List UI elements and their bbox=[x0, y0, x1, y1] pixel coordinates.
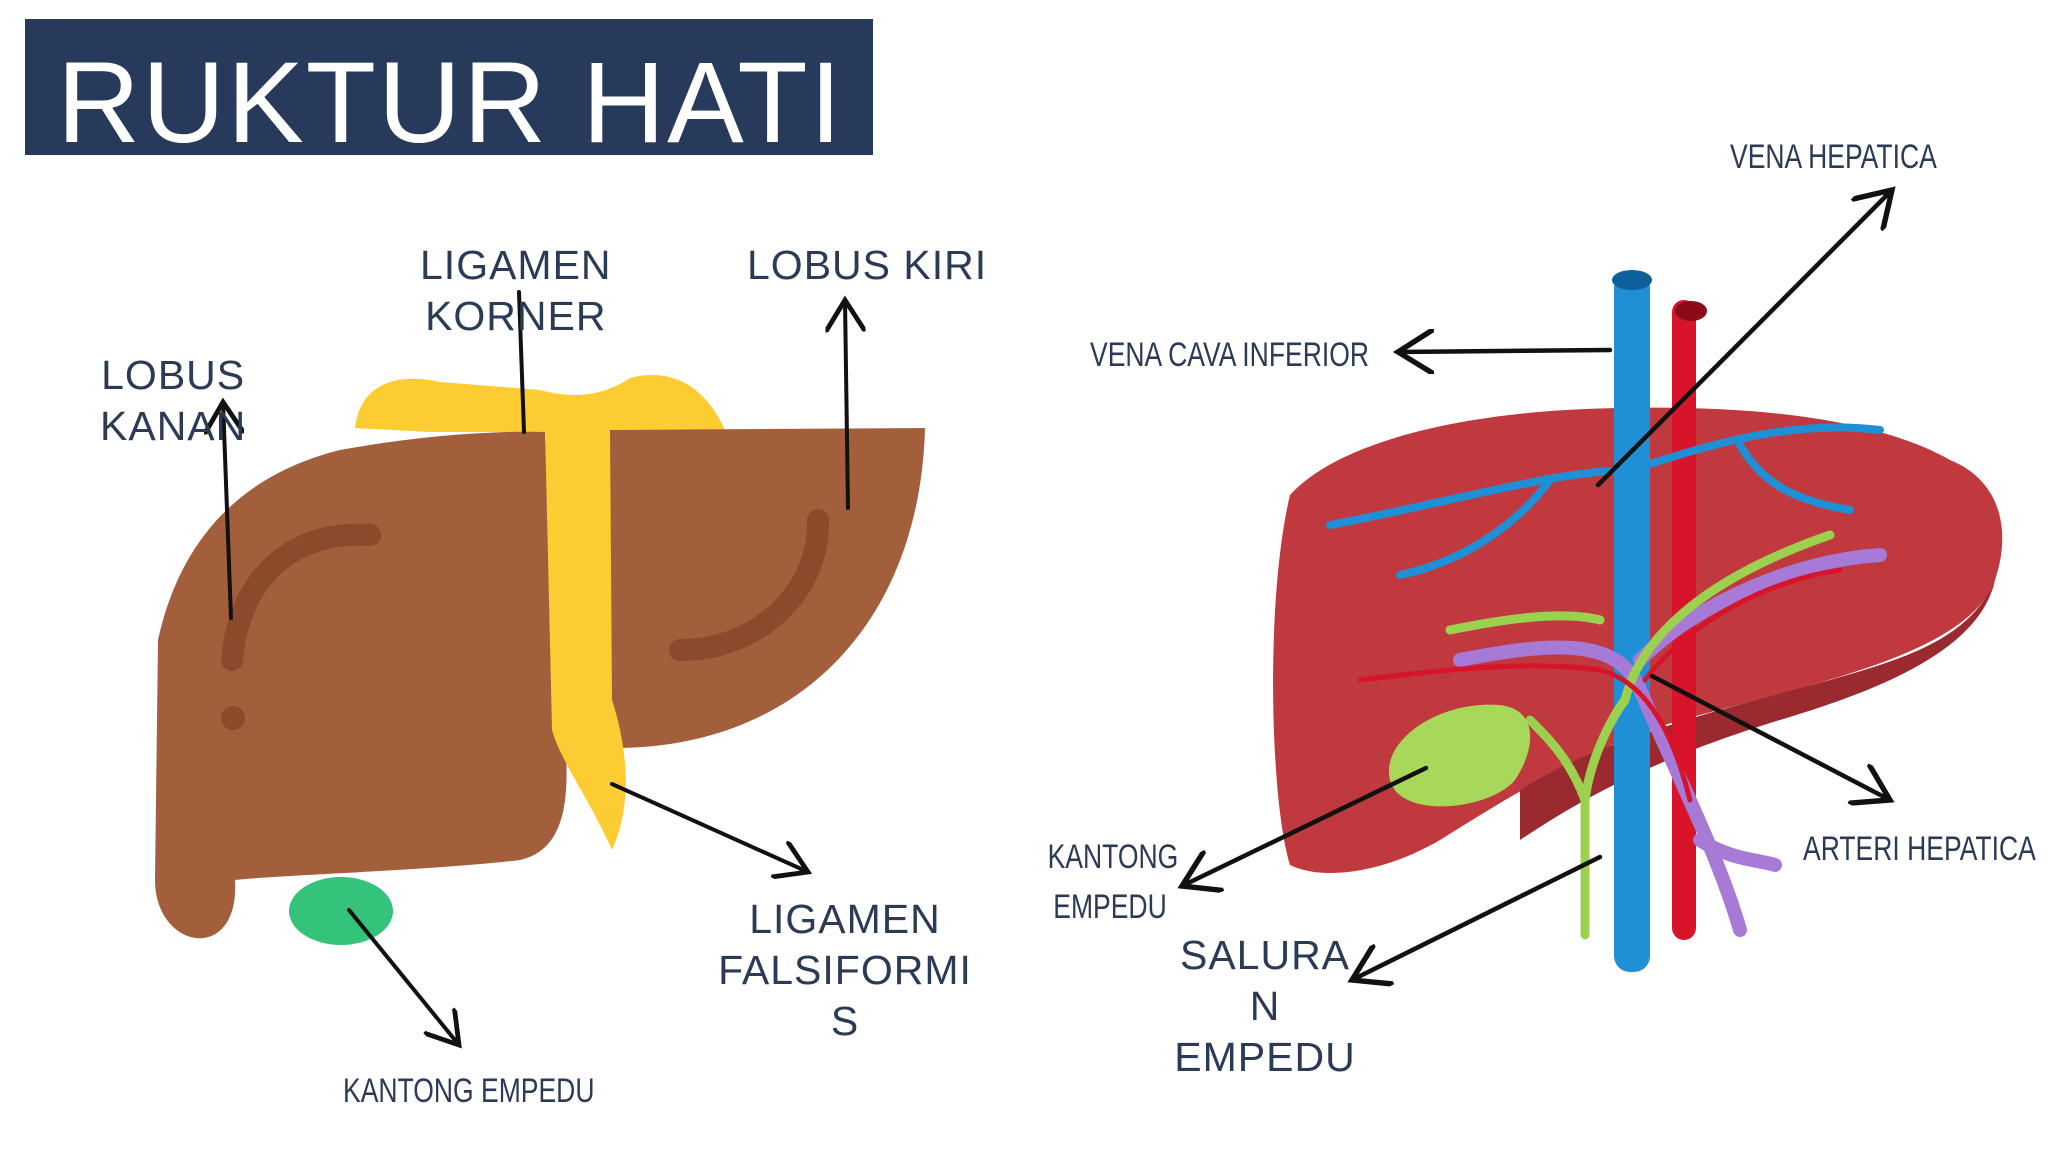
arrow-vena-cava-inferior bbox=[1398, 350, 1613, 352]
label-kantong-empedu-left: KANTONG EMPEDU bbox=[343, 1072, 595, 1110]
label-ligamen-korner: LIGAMEN KORNER bbox=[420, 240, 612, 342]
artery-opening bbox=[1675, 301, 1707, 321]
label-ligamen-falsiformis-line3: S bbox=[830, 998, 860, 1044]
hepatic-artery-branches bbox=[1357, 567, 1843, 803]
left-lobe-shape bbox=[610, 428, 925, 749]
label-arteri-hepatica: ARTERI HEPATICA bbox=[1803, 830, 2036, 868]
arrow-lobus-kanan bbox=[223, 402, 231, 620]
arrow-vena-hepatica bbox=[1595, 190, 1892, 488]
label-saluran-empedu-line3: EMPEDU bbox=[1174, 1034, 1356, 1080]
left-arrows bbox=[223, 290, 848, 1045]
label-saluran-empedu-line1: SALURA bbox=[1179, 932, 1351, 978]
right-lobe-shape bbox=[155, 431, 567, 939]
flat-liver-illustration bbox=[155, 374, 925, 945]
hepatic-vein-branches bbox=[1326, 423, 1884, 579]
label-ligamen-korner-line1: LIGAMEN bbox=[420, 242, 612, 288]
label-ligamen-falsiformis-line2: FALSIFORMI bbox=[718, 947, 972, 993]
arrow-lobus-kiri bbox=[845, 300, 848, 510]
arrow-saluran-empedu bbox=[1352, 854, 1603, 980]
label-vena-hepatica: VENA HEPATICA bbox=[1730, 138, 1937, 176]
title-banner: RUKTUR HATI bbox=[25, 19, 873, 163]
page-title: RUKTUR HATI bbox=[57, 39, 844, 167]
right-arrows bbox=[1182, 190, 1892, 980]
label-lobus-kiri: LOBUS KIRI bbox=[747, 242, 988, 288]
label-saluran-empedu: SALURA N EMPEDU bbox=[1150, 930, 1380, 1083]
label-ligamen-falsiformis-line1: LIGAMEN bbox=[749, 896, 941, 942]
vena-cava-trunk bbox=[1614, 272, 1650, 972]
vena-cava-opening bbox=[1612, 270, 1652, 290]
label-ligamen-korner-line2: KORNER bbox=[425, 293, 607, 339]
label-vena-cava-inferior: VENA CAVA INFERIOR bbox=[1090, 336, 1370, 374]
gallbladder-right-shape bbox=[1388, 704, 1531, 807]
gallbladder-shape bbox=[289, 877, 393, 945]
label-kantong-empedu-right: KANTONG EMPEDU bbox=[1047, 832, 1179, 932]
label-kantong-empedu-right-line1: KANTONG bbox=[1047, 838, 1179, 876]
left-lobe-crease bbox=[669, 509, 830, 661]
arrow-ligamen-falsiformis bbox=[610, 782, 808, 872]
label-ligamen-falsiformis: LIGAMEN FALSIFORMI S bbox=[714, 894, 976, 1047]
falciform-ligament-shape bbox=[545, 428, 626, 850]
anatomical-liver-illustration bbox=[1273, 270, 2003, 972]
bile-duct-branches bbox=[1445, 530, 1835, 940]
coronary-ligament-shape bbox=[355, 374, 725, 432]
label-lobus-kanan-line2: KANAN bbox=[100, 403, 247, 449]
label-kantong-empedu-right-line2: EMPEDU bbox=[1053, 888, 1167, 926]
arrow-arteri-hepatica bbox=[1649, 673, 1890, 800]
label-lobus-kanan-line1: LOBUS bbox=[101, 352, 246, 398]
right-lobe-dot bbox=[221, 706, 245, 730]
arrow-kantong-empedu-left bbox=[347, 908, 459, 1045]
right-lobe-crease bbox=[221, 523, 381, 671]
label-saluran-empedu-line2: N bbox=[1249, 983, 1281, 1029]
label-lobus-kanan: LOBUS KANAN bbox=[100, 350, 246, 452]
liver-shade-shape bbox=[1520, 580, 1995, 840]
arrow-kantong-empedu-right bbox=[1182, 765, 1429, 886]
arrow-ligamen-korner bbox=[517, 290, 526, 434]
